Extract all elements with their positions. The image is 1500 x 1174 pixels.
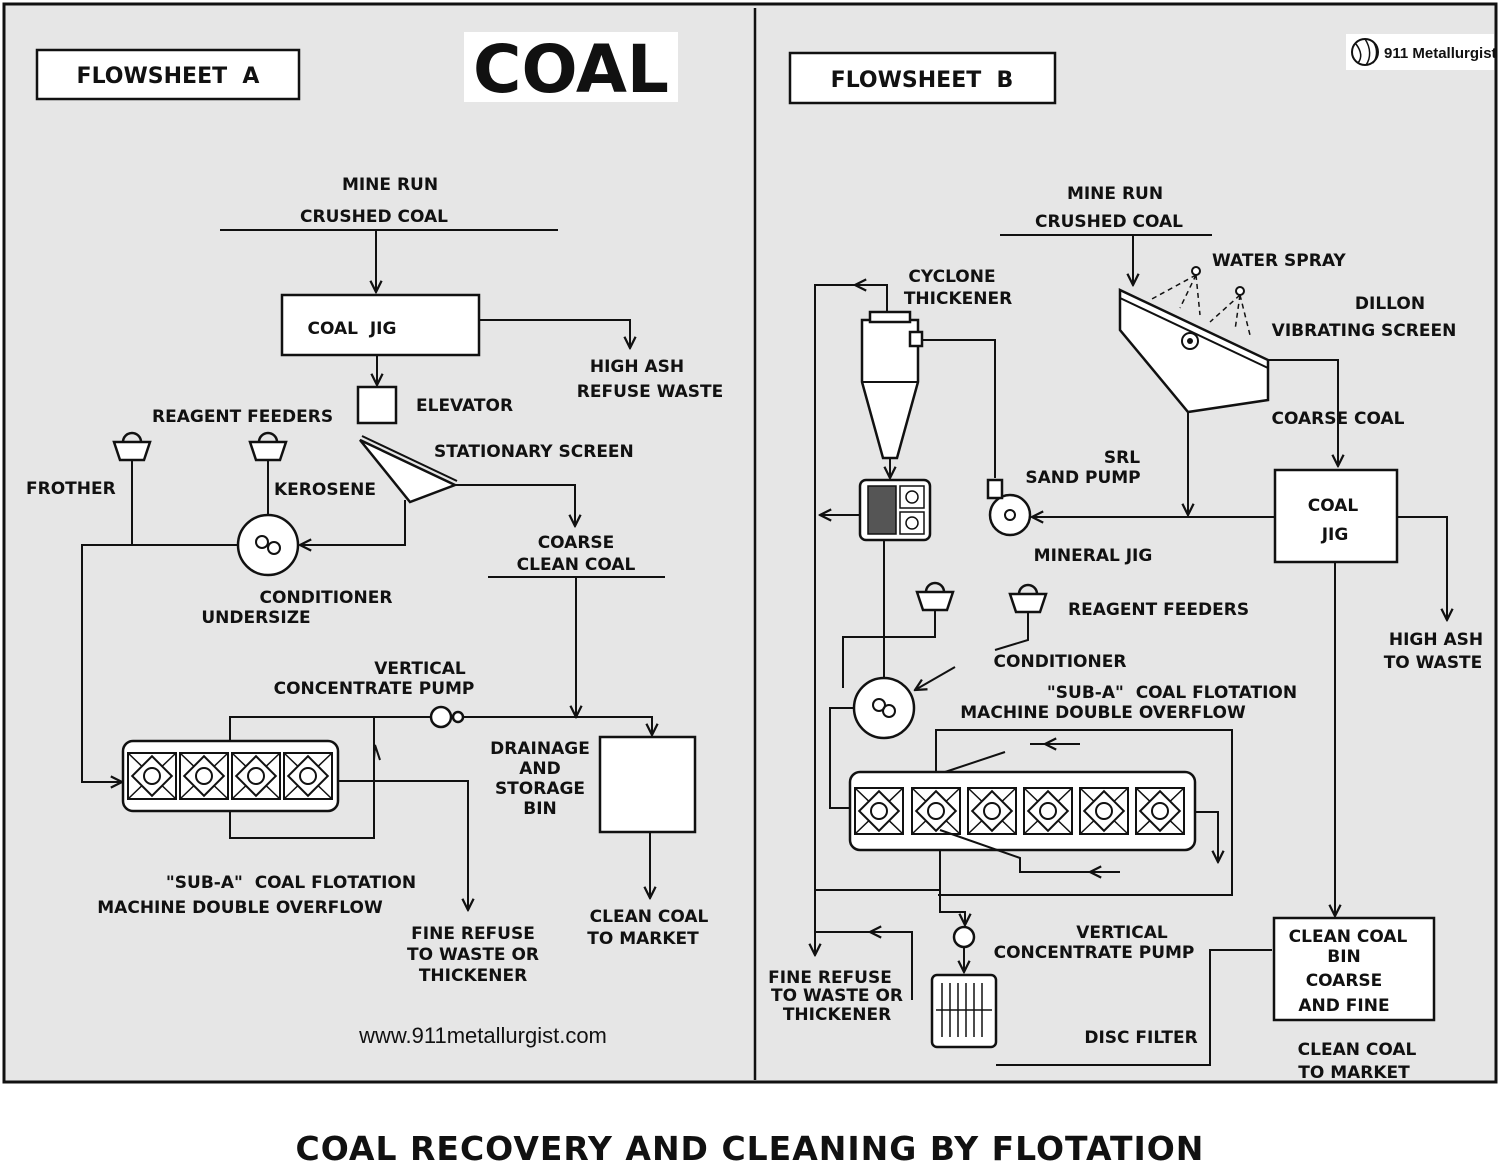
b-coarse-coal-label: COARSE COAL <box>1272 409 1405 429</box>
a-coal-jig <box>280 293 481 357</box>
b-concentrate-pump <box>952 925 976 949</box>
b-cyclone-line1: CYCLONE <box>908 267 995 287</box>
a-elevator <box>356 385 398 425</box>
diagram-caption: COAL RECOVERY AND CLEANING BY FLOTATION <box>296 1129 1205 1168</box>
a-flotation-cell-3 <box>231 752 281 800</box>
a-clean-market-line2: TO MARKET <box>587 929 699 949</box>
a-fine-refuse-line3: THICKENER <box>419 966 527 986</box>
flowsheet-b-heading-box <box>788 51 1057 105</box>
b-clean-bin-line4: AND FINE <box>1298 996 1389 1016</box>
a-flotation-cell-1 <box>127 752 177 800</box>
b-clean-coal-bin <box>1272 916 1436 1022</box>
a-frother-label: FROTHER <box>26 479 116 499</box>
b-feed-line2: CRUSHED COAL <box>1035 212 1183 232</box>
a-elevator-label: ELEVATOR <box>416 396 513 416</box>
a-flotation-cell-2 <box>179 752 229 800</box>
b-flotation-line2: MACHINE DOUBLE OVERFLOW <box>960 703 1246 723</box>
flowsheet-b: FLOWSHEET B 911 Metallurgist MINE RUN CR… <box>768 34 1497 1083</box>
b-coal-jig-line2: JIG <box>1321 525 1349 545</box>
b-fine-refuse-line2: TO WASTE OR <box>771 986 903 1006</box>
a-bin-line1: DRAINAGE <box>490 739 590 759</box>
a-high-ash-line2: REFUSE WASTE <box>577 382 724 402</box>
a-bin-line2: AND <box>519 759 561 779</box>
b-sand-pump <box>988 493 1032 537</box>
a-stationary-screen <box>359 438 459 504</box>
flowsheet-a: FLOWSHEET A COAL MINE RUN CRUSHED COAL C… <box>26 31 723 1048</box>
a-conditioner-label: CONDITIONER <box>260 588 393 608</box>
flowsheet-b-heading: FLOWSHEET B <box>831 68 1014 93</box>
title-box <box>464 32 678 102</box>
flowsheet-a-heading: FLOWSHEET A <box>77 64 260 89</box>
a-feed-line2: CRUSHED COAL <box>300 207 448 227</box>
website-url: www.911metallurgist.com <box>358 1023 607 1048</box>
b-clean-market-line1: CLEAN COAL <box>1298 1040 1417 1060</box>
b-pump-line2: CONCENTRATE PUMP <box>994 943 1195 963</box>
a-concentrate-pump <box>429 705 453 729</box>
b-high-ash-line2: TO WASTE <box>1384 653 1483 673</box>
b-flotation-cell-4 <box>1023 787 1073 835</box>
a-flotation-line2: MACHINE DOUBLE OVERFLOW <box>97 898 383 918</box>
a-bin-line4: BIN <box>523 799 557 819</box>
a-clean-market-line1: CLEAN COAL <box>590 907 709 927</box>
b-reagent-feeders-label: REAGENT FEEDERS <box>1068 600 1249 620</box>
a-flotation-line1: "SUB-A" COAL FLOTATION <box>166 873 416 893</box>
a-fine-refuse-line2: TO WASTE OR <box>407 945 539 965</box>
a-flotation-cell-4 <box>283 752 333 800</box>
a-pump-line1: VERTICAL <box>374 659 466 679</box>
a-coal-jig-label: COAL JIG <box>308 319 397 339</box>
b-flotation-cell-2 <box>911 787 961 835</box>
b-conditioner-label: CONDITIONER <box>994 652 1127 672</box>
b-flotation-cell-6 <box>1135 787 1185 835</box>
a-high-ash-line1: HIGH ASH <box>590 357 684 377</box>
a-reagent-feeders-label: REAGENT FEEDERS <box>152 407 333 427</box>
a-coarse-clean-line1: COARSE <box>538 533 615 553</box>
b-vibrating-screen <box>1118 288 1270 414</box>
diagram-panel <box>2 2 1498 1084</box>
b-disc-filter <box>930 973 998 1049</box>
a-fine-refuse-line1: FINE REFUSE <box>411 924 535 944</box>
b-coal-jig <box>1273 468 1399 564</box>
b-dillon-line2: VIBRATING SCREEN <box>1272 321 1457 341</box>
a-kerosene-label: KEROSENE <box>274 480 376 500</box>
b-srl-line2: SAND PUMP <box>1025 468 1140 488</box>
b-clean-bin-line1: CLEAN COAL <box>1289 927 1408 947</box>
b-feed-line1: MINE RUN <box>1067 184 1163 204</box>
a-stationary-screen-label: STATIONARY SCREEN <box>434 442 634 462</box>
b-water-spray-nozzle-1 <box>1191 266 1201 276</box>
b-srl-line1: SRL <box>1104 448 1140 468</box>
b-high-ash-line1: HIGH ASH <box>1389 630 1483 650</box>
a-storage-bin <box>598 735 697 834</box>
b-mineral-jig-label: MINERAL JIG <box>1034 546 1153 566</box>
b-fine-refuse-line3: THICKENER <box>783 1005 891 1025</box>
b-flotation-cell-3 <box>967 787 1017 835</box>
b-flotation-cell-1 <box>854 787 904 835</box>
b-flotation-line1: "SUB-A" COAL FLOTATION <box>1047 683 1297 703</box>
b-water-spray-label: WATER SPRAY <box>1212 251 1346 271</box>
b-water-spray-nozzle-2 <box>1235 286 1245 296</box>
b-clean-bin-line2: BIN <box>1327 947 1361 967</box>
a-undersize-label: UNDERSIZE <box>201 608 310 628</box>
logo-text: 911 Metallurgist <box>1384 45 1497 62</box>
b-dillon-line1: DILLON <box>1355 294 1425 314</box>
flowsheet-a-heading-box <box>35 48 301 101</box>
page-title: COAL <box>473 31 669 108</box>
a-pump-line2: CONCENTRATE PUMP <box>274 679 475 699</box>
b-clean-market-line2: TO MARKET <box>1298 1063 1410 1083</box>
b-disc-filter-label: DISC FILTER <box>1084 1028 1197 1048</box>
b-coal-jig-line1: COAL <box>1308 496 1359 516</box>
a-coarse-clean-line2: CLEAN COAL <box>517 555 636 575</box>
b-fine-refuse-line1: FINE REFUSE <box>768 968 892 988</box>
b-clean-bin-line3: COARSE <box>1306 971 1383 991</box>
b-pump-line1: VERTICAL <box>1076 923 1168 943</box>
b-flotation-cell-5 <box>1079 787 1129 835</box>
a-bin-line3: STORAGE <box>495 779 585 799</box>
b-cyclone-line2: THICKENER <box>904 289 1012 309</box>
a-feed-line1: MINE RUN <box>342 175 438 195</box>
